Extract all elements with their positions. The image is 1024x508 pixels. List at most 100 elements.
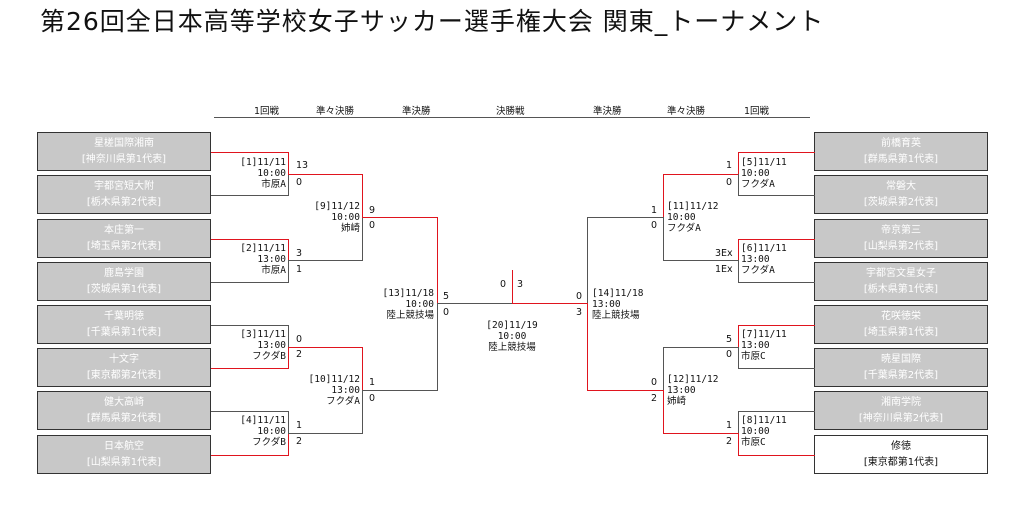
bracket-line [663,347,739,348]
team-prefecture: [神奈川県第2代表] [858,413,944,424]
team-prefecture: [群馬県第2代表] [86,413,162,424]
match-number-date: [5]11/11 [741,157,787,168]
team-right-8[interactable]: 修徳 [東京都第1代表] [814,435,988,474]
match-number-date: [10]11/12 [308,374,360,385]
bracket-line [362,347,363,390]
team-right-7[interactable]: 湘南学院 [神奈川県第2代表] [814,391,988,430]
team-left-6[interactable]: 十文字 [東京都第2代表] [37,348,211,387]
team-name: 宇都宮文星女子 [866,268,936,279]
team-right-2[interactable]: 常磐大 [茨城県第2代表] [814,175,988,214]
team-name: 健大高崎 [104,397,144,408]
score-bottom: 0 [651,220,658,231]
match-time: 10:00 [741,168,770,179]
team-prefecture: [茨城県第2代表] [863,197,939,208]
team-name: 湘南学院 [881,397,921,408]
score-top: 0 [576,291,583,302]
bracket-line [362,390,438,391]
bracket-line [362,174,363,217]
score-bottom: 0 [726,177,733,188]
team-right-1[interactable]: 前橋育英 [群馬県第1代表] [814,132,988,171]
match-venue: 姉崎 [667,396,687,407]
match-venue: フクダA [667,223,701,234]
team-name: 宇都宮短大附 [94,181,154,192]
bracket-line [288,347,289,368]
bracket-line [437,217,438,303]
bracket-line [663,174,739,175]
bracket-line [288,174,363,175]
bracket-line [663,260,739,261]
match-venue: 市原A [261,179,286,190]
team-left-3[interactable]: 本庄第一 [埼玉県第2代表] [37,219,211,258]
team-left-8[interactable]: 日本航空 [山梨県第1代表] [37,435,211,474]
bracket-line [288,433,289,455]
bracket-line [211,455,289,456]
score-bottom: 0 [443,307,450,318]
team-right-6[interactable]: 暁星国際 [千葉県第2代表] [814,348,988,387]
score-top: 0 [651,377,658,388]
team-prefecture: [埼玉県第1代表] [863,327,939,338]
match-time: 10:00 [667,212,696,223]
match-time: 13:00 [592,299,621,310]
team-left-2[interactable]: 宇都宮短大附 [栃木県第2代表] [37,175,211,214]
match-venue: フクダA [326,396,360,407]
match-time: 13:00 [741,254,770,265]
header-left-round1: 1回戦 [254,106,280,117]
team-right-3[interactable]: 帝京第三 [山梨県第2代表] [814,219,988,258]
bracket-line [738,260,739,282]
page-title: 第26回全日本高等学校女子サッカー選手権大会 関東_トーナメント [40,7,825,36]
team-prefecture: [栃木県第1代表] [863,284,939,295]
score-top: 5 [726,334,733,345]
team-name: 鹿島学園 [104,268,144,279]
team-left-5[interactable]: 千葉明徳 [千葉県第1代表] [37,305,211,344]
team-right-4[interactable]: 宇都宮文星女子 [栃木県第1代表] [814,262,988,301]
match-number-date: [3]11/11 [240,329,286,340]
team-name: 前橋育英 [881,138,921,149]
bracket-line [663,217,664,260]
match-time: 13:00 [257,340,286,351]
team-prefecture: [埼玉県第2代表] [86,241,162,252]
bracket-line [362,390,363,433]
bracket-line [738,368,815,369]
score-top: 9 [369,205,376,216]
team-left-7[interactable]: 健大高崎 [群馬県第2代表] [37,391,211,430]
match-time: 10:00 [257,168,286,179]
match-time: 13:00 [667,385,696,396]
bracket-line [587,217,588,303]
match-time: 13:00 [257,254,286,265]
team-name: 星槎国際湘南 [94,138,154,149]
match-venue: 市原C [741,437,766,448]
bracket-line [738,152,739,174]
match-number-date: [13]11/18 [382,288,434,299]
bracket-line [437,303,513,304]
match-venue: 陸上競技場 [488,342,536,353]
match-time: 10:00 [257,426,286,437]
team-prefecture: [栃木県第2代表] [86,197,162,208]
team-left-1[interactable]: 星槎国際湘南 [神奈川県第1代表] [37,132,211,171]
bracket-line [738,282,815,283]
match-time: 13:00 [331,385,360,396]
score-top: 13 [296,160,309,171]
team-name: 日本航空 [104,441,144,452]
bracket-line [587,303,588,390]
bracket-line [211,239,289,240]
score-bottom: 0 [369,393,376,404]
bracket-line [512,270,513,303]
team-left-4[interactable]: 鹿島学園 [茨城県第1代表] [37,262,211,301]
bracket-line [663,390,664,433]
bracket-line [362,217,438,218]
score-top: 5 [443,291,450,302]
bracket-line [288,239,289,260]
team-right-5[interactable]: 花咲徳栄 [埼玉県第1代表] [814,305,988,344]
team-prefecture: [東京都第2代表] [86,370,162,381]
score-bottom: 1 [296,264,303,275]
bracket-line [738,152,815,153]
bracket-line [288,152,289,175]
match-venue: フクダA [741,265,775,276]
